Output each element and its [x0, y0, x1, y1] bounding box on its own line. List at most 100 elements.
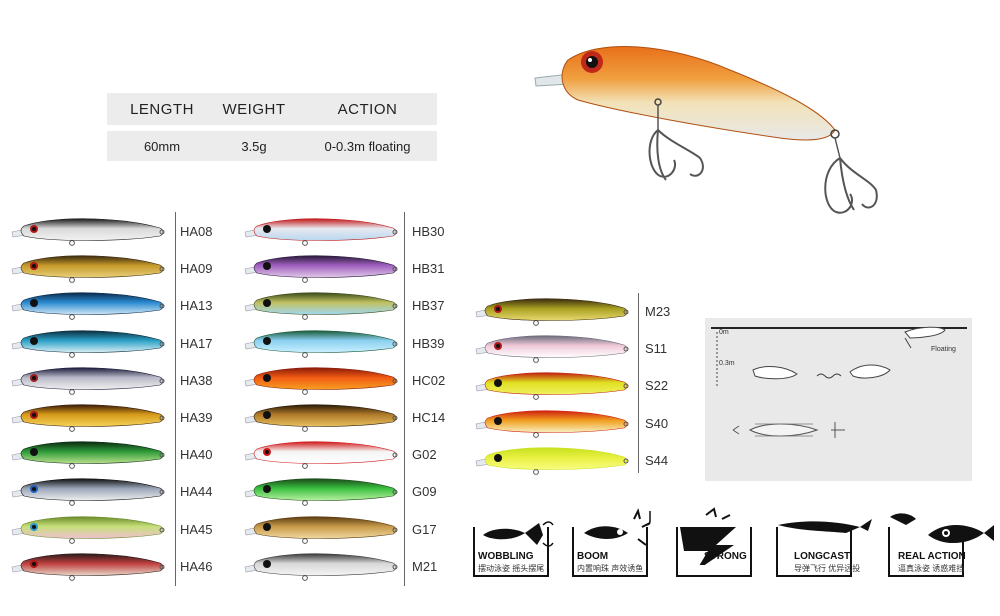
spec-value-weight: 3.5g — [241, 139, 267, 154]
lure-s11 — [474, 329, 634, 364]
lure-m21 — [243, 547, 403, 581]
lure-code: G09 — [412, 484, 437, 500]
spec-value-row: 60mm 3.5g 0-0.3m floating — [107, 131, 437, 161]
feature-strong: STRONG — [676, 505, 766, 577]
lure-ha08 — [10, 212, 170, 246]
lure-image — [475, 410, 629, 438]
spec-header-row: LENGTH WEIGHT ACTION — [107, 93, 437, 125]
lure-code: HA44 — [180, 484, 213, 500]
lure-code: M23 — [645, 304, 671, 319]
feature-frame — [888, 527, 964, 577]
depth-label-bottom: 0.3m — [719, 360, 735, 367]
lure-code: HA39 — [180, 410, 213, 425]
lure-code: S22 — [645, 378, 669, 394]
lure-image — [244, 404, 398, 432]
feature-title: STRONG — [704, 551, 747, 562]
feature-title: LONGCAST — [794, 551, 851, 562]
lure-image — [11, 367, 165, 395]
boom-icon — [584, 508, 651, 546]
lure-code: S44 — [645, 452, 669, 468]
lure-code: HA08 — [180, 224, 213, 239]
real-action-icon — [890, 513, 994, 544]
lure-image — [11, 441, 165, 470]
lure-image — [244, 478, 398, 507]
lure-code: G17 — [412, 521, 437, 537]
feature-frame — [776, 527, 852, 577]
lure-code: HB31 — [412, 261, 445, 277]
feature-wobbling: WOBBLING 摆动泳姿 摇头摆尾 — [473, 505, 563, 577]
feature-longcast: LONGCAST 导弹飞行 优异远投 — [776, 505, 876, 577]
wobbling-icon — [483, 521, 554, 547]
lure-image — [11, 218, 165, 246]
lure-hb39 — [243, 324, 403, 358]
lure-g02 — [243, 435, 403, 470]
lure-g17 — [243, 510, 403, 544]
lure-image — [11, 553, 165, 581]
lure-code: HA46 — [180, 558, 213, 574]
lure-image — [11, 330, 165, 358]
lure-image — [475, 447, 629, 475]
lure-code: HB37 — [412, 298, 445, 314]
lure-image — [11, 478, 165, 507]
longcast-icon — [778, 519, 872, 533]
lure-code: S11 — [645, 341, 668, 357]
lure-code: HA13 — [180, 298, 213, 314]
lure-image — [475, 335, 629, 364]
lure-ha40 — [10, 435, 170, 470]
depth-label-top: 0m — [719, 329, 729, 336]
lure-code: HA17 — [180, 335, 213, 351]
action-diagram: 0m 0.3m Floating — [705, 318, 972, 481]
spec-table: LENGTH WEIGHT ACTION 60mm 3.5g 0-0.3m fl… — [107, 93, 437, 165]
lure-image — [244, 255, 398, 284]
lure-image — [11, 404, 165, 432]
feature-real-action: REAL ACTION 逼真泳姿 诱惑难挡 — [888, 505, 996, 577]
lure-ha13 — [10, 286, 170, 321]
spec-header-weight: WEIGHT — [222, 101, 286, 118]
hero-lure-image — [530, 30, 890, 220]
feature-boom: BOOM 内置响珠 声效诱鱼 — [572, 505, 662, 577]
feature-frame — [676, 527, 752, 577]
feature-subtitle: 导弹飞行 优异远投 — [794, 564, 861, 573]
feature-title: BOOM — [577, 551, 609, 562]
lure-ha17 — [10, 324, 170, 358]
lure-image — [244, 367, 398, 395]
lure-m23 — [474, 292, 634, 326]
lure-image — [244, 330, 398, 358]
lure-image — [244, 292, 398, 321]
lure-code: HB39 — [412, 335, 445, 351]
column-divider-3 — [638, 293, 639, 473]
lure-s22 — [474, 366, 634, 401]
lure-ha09 — [10, 249, 170, 284]
lure-code: M21 — [412, 558, 438, 574]
lure-s40 — [474, 404, 634, 438]
feature-subtitle: 摆动泳姿 摇头摆尾 — [478, 564, 545, 573]
lure-image — [244, 516, 398, 544]
lure-code: HB30 — [412, 224, 445, 239]
lure-code: HC14 — [412, 410, 446, 425]
lure-hb37 — [243, 286, 403, 321]
lure-code: G02 — [412, 447, 437, 463]
column-divider-2 — [404, 212, 405, 586]
floating-label: Floating — [931, 346, 956, 353]
feature-subtitle: 内置响珠 声效诱鱼 — [577, 564, 644, 573]
spec-value-length: 60mm — [143, 139, 181, 154]
lure-image — [11, 255, 165, 284]
lure-s44 — [474, 441, 634, 475]
lure-code: HA45 — [180, 521, 213, 537]
lure-image — [11, 292, 165, 321]
spec-header-action: ACTION — [337, 101, 398, 118]
lure-code: HA09 — [180, 261, 213, 277]
lure-g09 — [243, 472, 403, 507]
lure-ha46 — [10, 547, 170, 581]
spec-header-length: LENGTH — [130, 101, 194, 118]
feature-frame — [473, 527, 549, 577]
lure-ha44 — [10, 472, 170, 507]
feature-title: REAL ACTION — [898, 551, 966, 562]
lure-hb30 — [243, 212, 403, 246]
lure-hc02 — [243, 361, 403, 395]
lure-image — [11, 516, 165, 544]
lure-code: HA38 — [180, 372, 213, 388]
lure-ha39 — [10, 398, 170, 432]
lure-image — [244, 553, 398, 581]
lure-image — [244, 218, 398, 246]
